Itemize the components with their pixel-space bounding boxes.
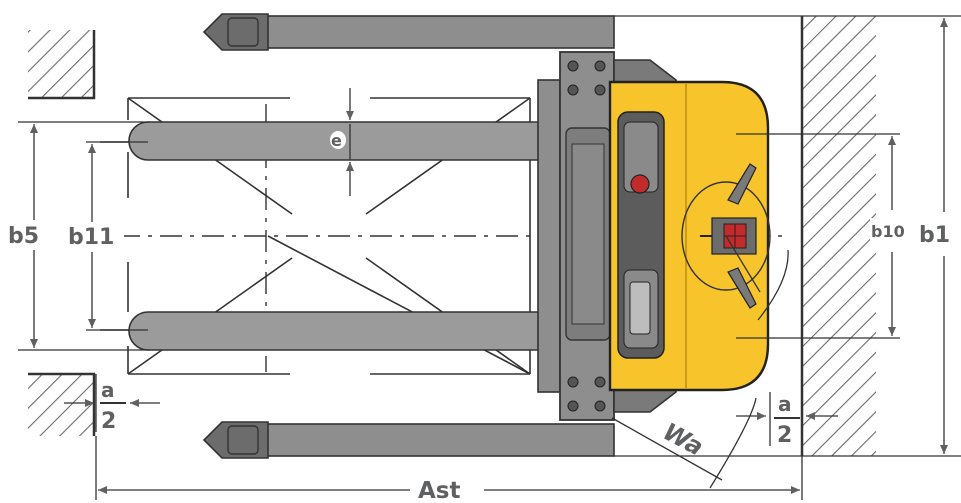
wall-right: [800, 16, 876, 456]
dim-b10: [736, 133, 900, 339]
label-2-right: 2: [777, 423, 792, 448]
straddle-arm-top: [202, 13, 615, 51]
dim-b5: [18, 121, 150, 351]
label-b11: b11: [68, 225, 114, 250]
label-2-left: 2: [101, 409, 116, 434]
dim-ast: [95, 436, 803, 500]
label-b5: b5: [8, 224, 39, 249]
wall-top-left: [28, 30, 96, 100]
label-a-right: a: [778, 392, 792, 416]
label-wa: Wa: [658, 417, 707, 461]
label-ast: Ast: [418, 478, 461, 503]
dim-a-half-right: [736, 392, 838, 446]
fork-inner-bottom: [128, 311, 541, 351]
truck-body: [608, 80, 770, 392]
dim-a-half-left: [64, 374, 160, 432]
label-e: e: [331, 131, 342, 150]
emergency-stop-indicator: [630, 174, 650, 194]
straddle-arm-bottom: [202, 421, 615, 459]
label-a-left: a: [101, 378, 115, 402]
label-b10: b10: [871, 222, 905, 241]
dim-b1: [614, 15, 961, 457]
label-b1: b1: [919, 223, 950, 248]
dim-b11: [86, 141, 148, 331]
wall-bottom-left: [28, 372, 96, 436]
dim-wa: [611, 235, 789, 489]
